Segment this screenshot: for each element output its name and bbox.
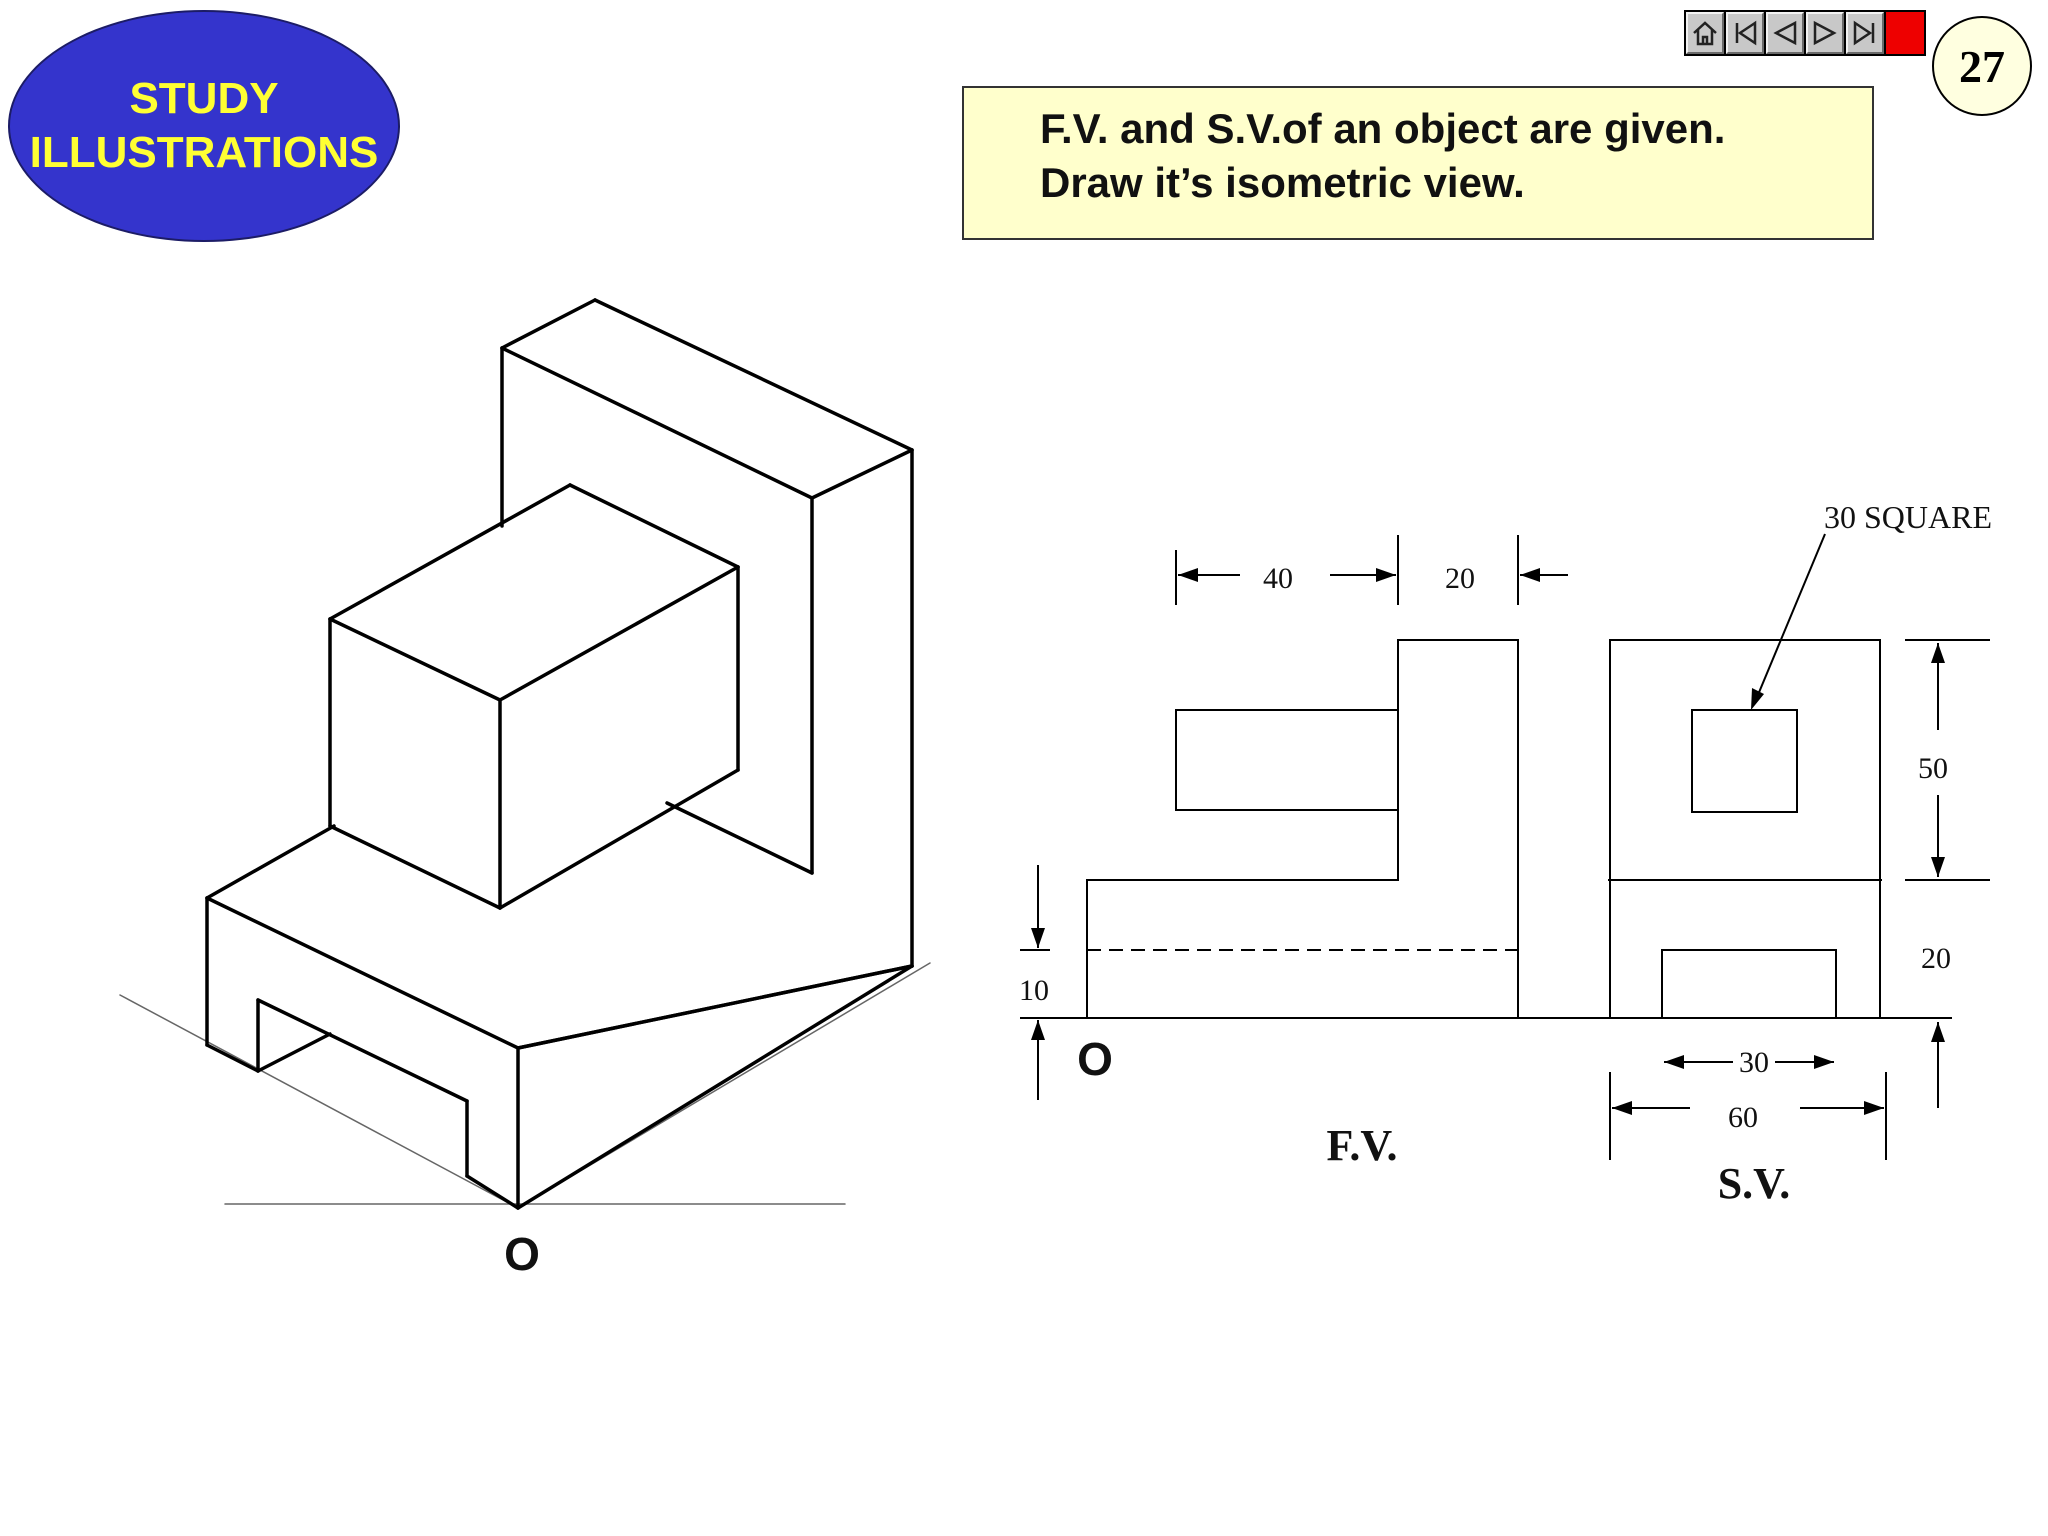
bottom-slot: [1661, 949, 1837, 1018]
isometric-guide-lines: [119, 962, 931, 1209]
dim-20-side-label: 20: [1921, 942, 1951, 975]
front-view-origin-label: O: [1077, 1033, 1113, 1085]
square-hole: [1691, 709, 1798, 813]
side-view: 30 SQUARE 50 20 30 60 S.V.: [1608, 499, 1992, 1208]
first-page-button[interactable]: [1726, 12, 1764, 54]
side-view-dim-horizontal: [1609, 1055, 1887, 1160]
problem-line-2: Draw it’s isometric view.: [1040, 159, 1525, 206]
square-note-label: 30 SQUARE: [1824, 499, 1992, 535]
last-page-icon: [1853, 20, 1875, 46]
front-view-outline: [1020, 639, 1952, 1019]
square-note-leader: [1751, 533, 1826, 710]
front-view-dim-10: [1031, 865, 1045, 1100]
navigation-bar: [1684, 10, 1926, 56]
first-page-icon: [1735, 20, 1757, 46]
base-block: [205, 801, 914, 1210]
dim-10-label: 10: [1019, 974, 1049, 1007]
previous-icon: [1773, 20, 1797, 46]
stop-button[interactable]: [1886, 12, 1924, 54]
front-view: 40 20 10 O F.V.: [1019, 535, 1952, 1170]
page-number-badge: 27: [1932, 16, 2032, 116]
isometric-origin-label: O: [504, 1228, 540, 1280]
dim-60-label: 60: [1728, 1101, 1758, 1134]
vertical-wall: [500, 298, 914, 968]
square-block: [328, 483, 740, 910]
side-view-label: S.V.: [1718, 1159, 1791, 1208]
isometric-origin: O: [504, 1228, 540, 1280]
logo-line-1: STUDY: [129, 74, 279, 123]
study-illustrations-logo[interactable]: STUDY ILLUSTRATIONS: [8, 10, 400, 242]
dim-30-label: 30: [1739, 1046, 1769, 1079]
home-button[interactable]: [1686, 12, 1724, 54]
front-view-dim-40-20: [1175, 535, 1568, 605]
side-view-outline: [1608, 639, 1882, 1019]
next-button[interactable]: [1806, 12, 1844, 54]
side-view-dim-vertical: [1905, 639, 1990, 1108]
home-icon: [1693, 21, 1717, 46]
next-icon: [1813, 20, 1837, 46]
logo-line-2: ILLUSTRATIONS: [29, 128, 379, 177]
dim-20-label: 20: [1445, 562, 1475, 595]
isometric-view: O: [119, 298, 931, 1280]
dim-40-label: 40: [1263, 562, 1293, 595]
problem-line-1: F.V. and S.V.of an object are given.: [1040, 105, 1726, 152]
last-page-button[interactable]: [1846, 12, 1884, 54]
stop-icon: [1893, 21, 1917, 45]
problem-statement: F.V. and S.V.of an object are given. Dra…: [962, 86, 1874, 240]
front-view-label: F.V.: [1327, 1121, 1398, 1170]
dim-50-label: 50: [1918, 752, 1948, 785]
previous-button[interactable]: [1766, 12, 1804, 54]
